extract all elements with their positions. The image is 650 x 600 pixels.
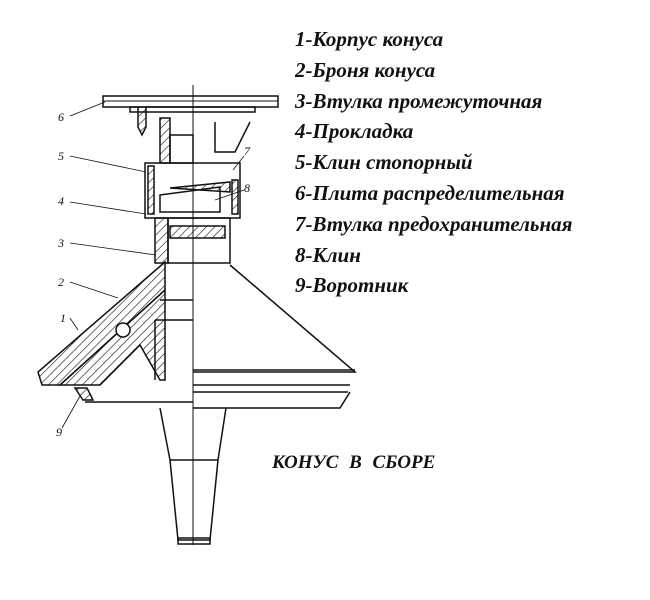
diagram-title: КОНУС В СБОРЕ — [272, 452, 436, 473]
legend-item: 4-Прокладка — [295, 119, 414, 144]
wedge — [159, 186, 221, 213]
legend-item: 9-Воротник — [295, 273, 409, 298]
legend-item: 6-Плита распределительная — [295, 180, 565, 205]
callout-8: 8 — [244, 181, 250, 195]
callout-6: 6 — [58, 110, 64, 124]
legend-item: 8-Клин — [295, 242, 361, 267]
callout-1: 1 — [60, 311, 66, 325]
legend-item: 1-Корпус конуса — [295, 27, 444, 51]
legend-item: 3-Втулка промежуточная — [295, 88, 543, 113]
cone-armour — [37, 260, 166, 386]
callout-5: 5 — [58, 149, 64, 163]
callout-4: 4 — [58, 194, 64, 208]
callout-3: 3 — [57, 236, 64, 250]
callout-7: 7 — [244, 144, 251, 158]
cone-body — [58, 288, 166, 386]
legend-item: 7-Втулка предохранительная — [295, 211, 573, 236]
intermediate-sleeve — [154, 217, 169, 264]
collar — [73, 387, 95, 401]
legend-item: 2-Броня конуса — [295, 57, 436, 82]
callout-9: 9 — [56, 425, 62, 439]
callout-2: 2 — [58, 275, 64, 289]
parts-legend: 1-Корпус конуса 2-Броня конуса 3-Втулка … — [295, 24, 573, 301]
legend-item: 5-Клин стопорный — [295, 150, 473, 175]
